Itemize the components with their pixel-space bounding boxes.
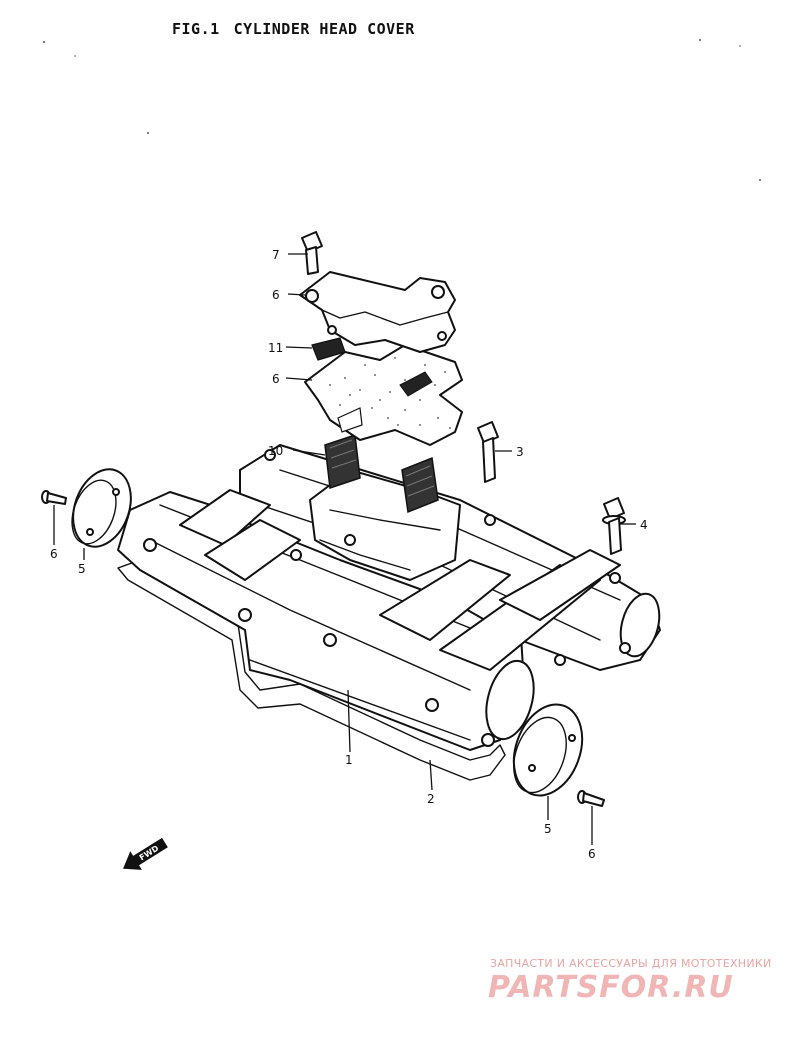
end-cap-right: [512, 703, 584, 797]
leader-lines: [53, 253, 636, 845]
callout-5-right: 5: [544, 822, 552, 836]
callout-3: 3: [516, 445, 524, 459]
watermark-brand: PARTSFOR.RU: [488, 970, 734, 1005]
watermark-tagline: ЗАПЧАСТИ И АКСЕССУАРЫ ДЛЯ МОТОТЕХНИКИ: [490, 957, 772, 970]
cover-bolt-with-washer: [602, 497, 626, 555]
head-cover-gasket: [117, 559, 506, 781]
callout-10: 10: [268, 444, 283, 458]
forward-direction-arrow: FWD: [123, 837, 168, 870]
breather-seal: [311, 337, 346, 361]
breather-cover-bolt: [301, 231, 323, 275]
figure-number: FIG.1: [172, 20, 220, 38]
cylinder-head-cover: [117, 444, 661, 751]
callout-1: 1: [345, 753, 353, 767]
end-cap-screw-left: [41, 490, 67, 505]
figure-name: CYLINDER HEAD COVER: [233, 20, 415, 38]
callout-6-right: 6: [588, 847, 596, 861]
breather-element: [324, 433, 439, 514]
callout-4: 4: [640, 518, 648, 532]
end-cap-screw-right: [577, 790, 605, 807]
callout-11: 11: [268, 341, 283, 355]
figure-title: FIG.1 CYLINDER HEAD COVER: [172, 20, 429, 38]
cover-bolt-long: [477, 421, 499, 483]
callout-5-left: 5: [78, 562, 86, 576]
breather-cover: [299, 271, 456, 353]
callout-2: 2: [427, 792, 435, 806]
callout-8: 6: [272, 372, 280, 386]
scan-noise: [43, 39, 761, 181]
callout-7: 6: [272, 288, 280, 302]
end-cap-left: [71, 468, 132, 548]
callout-9: 7: [272, 248, 280, 262]
breather-gasket: [304, 344, 463, 446]
callout-6-left: 6: [50, 547, 58, 561]
